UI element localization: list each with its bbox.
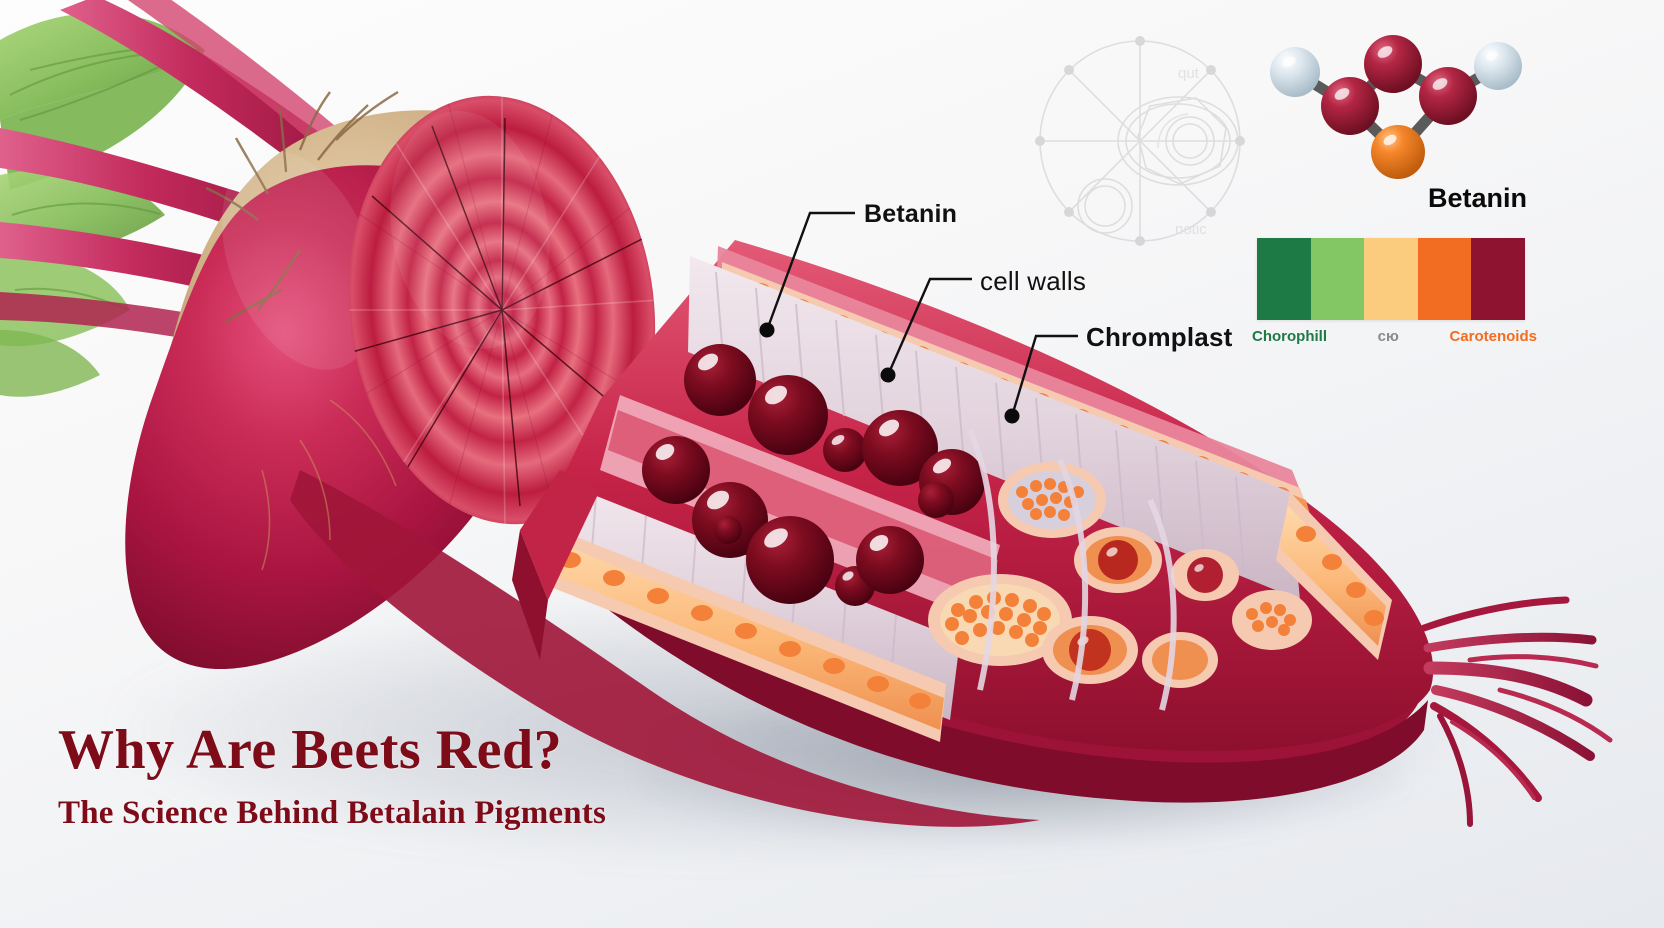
swatch-orange (1417, 238, 1472, 320)
molecule-label: Betanin (1428, 183, 1528, 213)
pigment-swatch-labels: Chorophill cю Carotenoids (1252, 328, 1537, 345)
leader-chromplast (1010, 334, 1078, 417)
leader-betanin (765, 211, 855, 331)
swatch-label-carotenoids: Carotenoids (1449, 328, 1537, 345)
atom-oxygen-bottom (1371, 125, 1425, 179)
pigment-swatch-strip (1257, 238, 1525, 320)
watermark-label-2: notic (1175, 221, 1207, 238)
atom-carbon-top (1364, 35, 1422, 93)
swatch-dark-red (1471, 238, 1525, 320)
callout-label-cell-walls[interactable]: cell walls (980, 266, 1087, 296)
anchor-dot-betanin (759, 322, 775, 338)
atom-carbon-1 (1321, 77, 1379, 135)
swatch-dark-green (1257, 238, 1311, 320)
molecule-atoms (1270, 35, 1522, 179)
swatch-light-orange (1364, 238, 1418, 320)
plant-cell-radial-watermark: qut notic (1035, 36, 1245, 246)
chromoplast-row-right (1280, 506, 1386, 646)
swatch-light-green (1310, 238, 1365, 320)
atom-carbon-right (1419, 67, 1477, 125)
betanin-molecule-diagram (1270, 35, 1522, 179)
swatch-label-chlorophyll: Chorophill (1252, 328, 1327, 345)
beet-cut-face (342, 80, 661, 531)
anchor-dot-cell-walls (880, 367, 896, 383)
chromoplast-row-bottom (532, 534, 944, 730)
callout-anchor-dots (759, 322, 1020, 424)
beet-taproot (1420, 596, 1613, 827)
watermark-label-1: qut (1178, 65, 1200, 82)
leader-cell-walls (886, 277, 972, 376)
callout-leader-lines (765, 211, 1078, 417)
beet-leaves-group (0, 0, 392, 397)
betanin-droplets-lower (692, 482, 954, 606)
cell-wall-dividers (967, 428, 1177, 711)
page-subtitle: The Science Behind Betalain Pigments (58, 795, 607, 831)
callout-label-chromplast[interactable]: Chromplast (1086, 322, 1233, 352)
atom-hydrogen-left (1270, 47, 1320, 97)
anchor-dot-chromplast (1004, 408, 1020, 424)
swatch-label-middle: cю (1377, 328, 1399, 345)
page-title: Why Are Beets Red? (58, 719, 563, 781)
atom-hydrogen-right (1474, 42, 1522, 90)
cutaway-tissue-block (512, 240, 1434, 803)
callout-label-betanin[interactable]: Betanin (864, 200, 958, 228)
